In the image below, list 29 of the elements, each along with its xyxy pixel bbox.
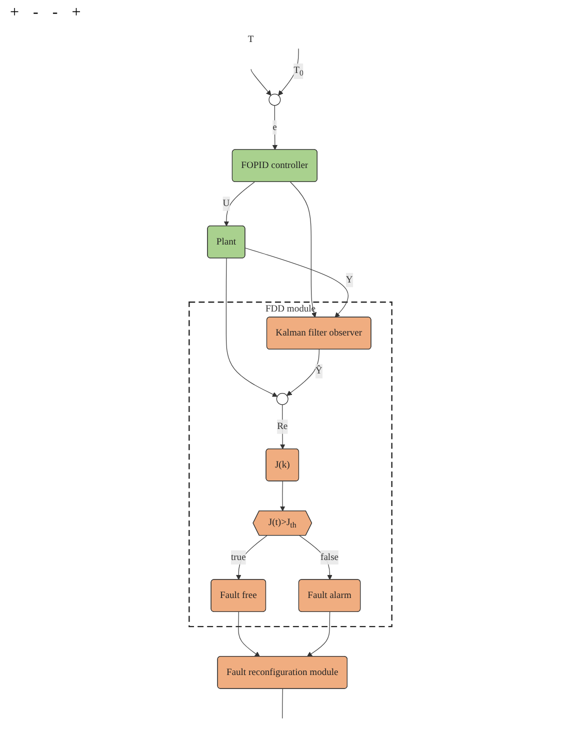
- sign-label: -: [52, 4, 58, 22]
- arrow: [290, 182, 316, 318]
- arrow: [286, 349, 320, 396]
- arrow: [280, 404, 286, 450]
- arrow: [299, 535, 332, 580]
- node-text: T: [248, 34, 254, 44]
- arrow: [226, 258, 278, 397]
- arrow: [224, 182, 255, 226]
- sign-label: -: [33, 4, 38, 22]
- arrow: [238, 612, 260, 657]
- node-circle: [268, 94, 281, 106]
- node-circle: [276, 393, 288, 405]
- arrow: [278, 48, 299, 96]
- edge-label: false: [320, 552, 339, 562]
- arrow: [250, 68, 272, 96]
- arrow: [272, 105, 278, 150]
- edge-label: Ŷ: [315, 366, 322, 376]
- sign-label: +: [72, 4, 81, 22]
- edge-label: Y: [346, 274, 353, 285]
- edge-label: Re: [277, 421, 288, 432]
- sign-label: +: [10, 4, 20, 22]
- edge-label: e: [272, 122, 277, 132]
- edge-label: true: [230, 552, 246, 562]
- arrow: [236, 535, 268, 580]
- arrow: [280, 480, 286, 512]
- edge-label: U: [222, 198, 230, 209]
- arrow: [306, 612, 330, 657]
- connector: [282, 688, 283, 719]
- edge-label: T$_{0}$: [294, 65, 304, 78]
